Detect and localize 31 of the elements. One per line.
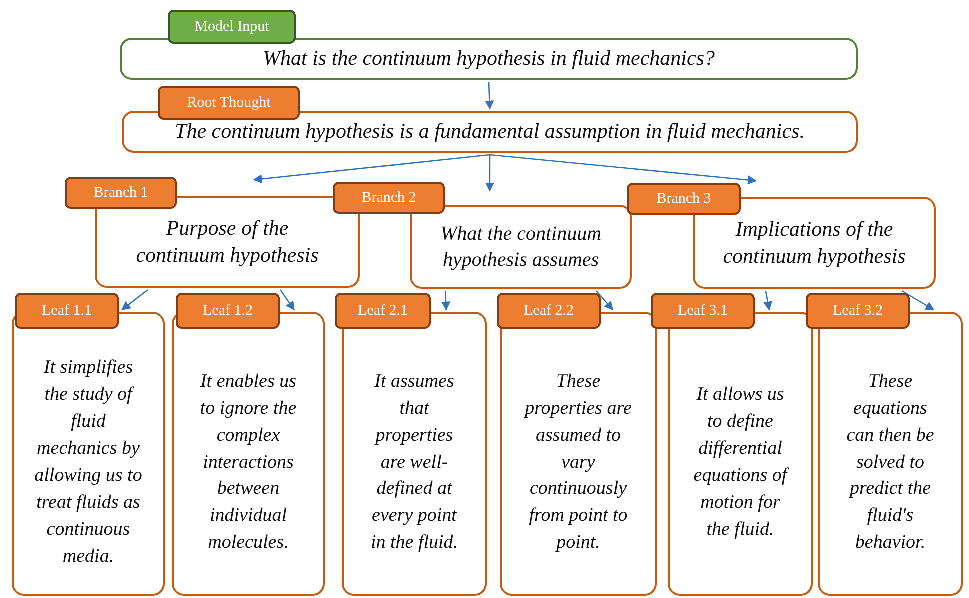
body-text: Implications of the continuum hypothesis (722, 216, 907, 270)
body-text: What the continuum hypothesis assumes (439, 222, 603, 273)
body-text: It allows us to define differential equations of motion for the fluid. (692, 383, 790, 542)
tag-label: Leaf 1.1 (15, 293, 119, 329)
tag-label: Branch 3 (627, 183, 741, 215)
arrow (490, 154, 758, 185)
arrow (485, 82, 494, 110)
tag-label: Leaf 1.2 (176, 293, 280, 329)
tag-label: Model Input (168, 10, 296, 44)
arrow (764, 290, 772, 311)
arrow (485, 155, 494, 192)
tag-label: Root Thought (158, 86, 300, 120)
body-text: It assumes that properties are well-defined at every point in the fluid. (370, 370, 460, 556)
arrow (121, 289, 148, 311)
tag-label: Branch 2 (333, 182, 445, 214)
body-text: What is the continuum hypothesis in fluid mechanics? (262, 45, 716, 72)
body-text: It simplifies the study of fluid mechanics by allowing us to treat fluids as continuous media. (34, 356, 143, 569)
arrow (280, 290, 295, 311)
body-text: These properties are assumed to vary continuously from point to point. (523, 370, 633, 556)
tag-label: Leaf 3.1 (651, 293, 755, 329)
body-text: The continuum hypothesis is a fundamental assumption in fluid mechanics. (175, 118, 805, 146)
arrow (253, 154, 490, 184)
tag-label: Leaf 2.2 (497, 293, 601, 329)
body-text: It enables us to ignore the complex interactions between individual molecules. (199, 370, 298, 556)
tag-label: Branch 1 (65, 177, 177, 209)
tag-label: Leaf 3.2 (806, 293, 910, 329)
body-text: These equations can then be solved to predict the fluid's behavior. (846, 370, 936, 556)
arrow (596, 290, 614, 311)
body-text: Purpose of the continuum hypothesis (135, 214, 320, 269)
tag-label: Leaf 2.1 (335, 293, 431, 329)
arrow (441, 290, 451, 311)
